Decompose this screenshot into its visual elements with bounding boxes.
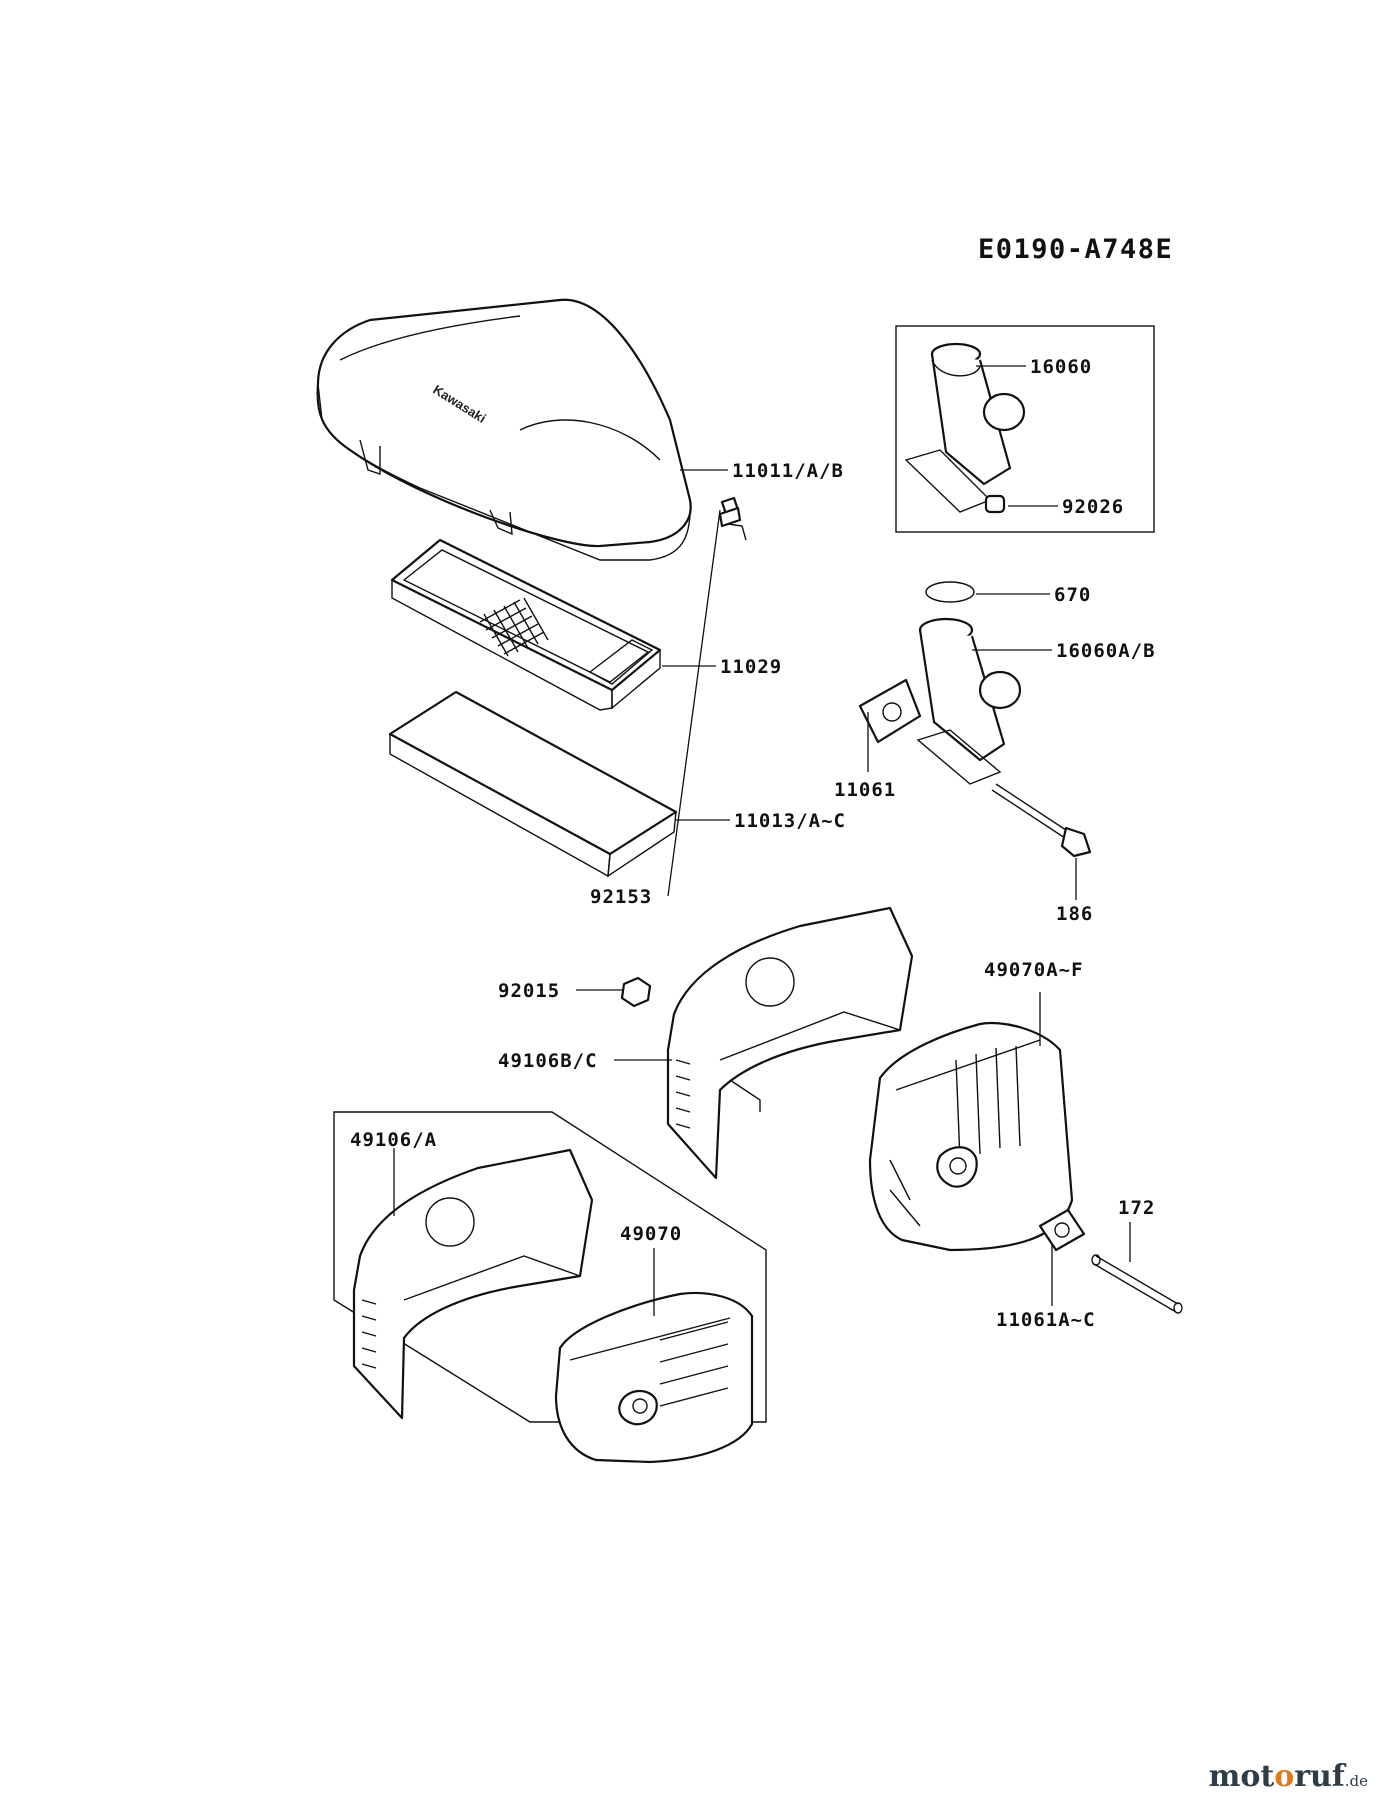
part-label-11061: 11061	[834, 779, 896, 801]
part-label-186: 186	[1056, 903, 1093, 925]
intake-gasket-drawing	[858, 678, 922, 744]
muffler-cover-a-drawing	[352, 1148, 594, 1420]
part-label-11011: 11011/A/B	[732, 460, 844, 482]
muffler-gasket-drawing	[1038, 1208, 1086, 1252]
stud-drawing	[1091, 1254, 1183, 1314]
part-label-172: 172	[1118, 1197, 1155, 1219]
o-ring-drawing	[925, 581, 975, 603]
part-label-49070: 49070	[620, 1223, 682, 1245]
muffler-af-drawing	[868, 1021, 1074, 1252]
air-cleaner-cover-drawing: Kawasaki	[316, 298, 692, 561]
part-label-92026: 92026	[1062, 496, 1124, 518]
part-label-16060ab: 16060A/B	[1056, 640, 1156, 662]
intake-pipe-drawing	[916, 617, 1022, 785]
bolt-drawing	[991, 783, 1092, 858]
option-box-intake	[895, 325, 1155, 533]
part-label-49106bc: 49106B/C	[498, 1050, 598, 1072]
option-box-muffler	[333, 1111, 767, 1423]
element-case-drawing	[390, 538, 662, 711]
flanged-bolt-drawing	[718, 496, 747, 541]
muffler-drawing	[554, 1291, 754, 1464]
intake-pipe-boxed-drawing	[904, 342, 1026, 514]
part-label-11013: 11013/A~C	[734, 810, 846, 832]
part-label-92015: 92015	[498, 980, 560, 1002]
part-label-11029: 11029	[720, 656, 782, 678]
leader-lines	[393, 365, 1131, 1316]
cap-drawing	[984, 494, 1006, 514]
part-label-670: 670	[1054, 584, 1091, 606]
part-label-49070af: 49070A~F	[984, 959, 1084, 981]
nut-drawing	[620, 976, 652, 1008]
part-label-49106a: 49106/A	[350, 1129, 437, 1151]
watermark-logo: motoruf.de	[1208, 1759, 1368, 1794]
part-label-92153: 92153	[590, 886, 652, 908]
muffler-cover-bc-drawing	[666, 906, 914, 1180]
part-labels: 11011/A/B 11029 11013/A~C 16060 92026 67…	[350, 356, 1156, 1331]
part-label-11061ac: 11061A~C	[996, 1309, 1096, 1331]
diagram-code: E0190-A748E	[978, 234, 1173, 265]
pre-filter-drawing	[388, 690, 678, 878]
part-label-16060: 16060	[1030, 356, 1092, 378]
